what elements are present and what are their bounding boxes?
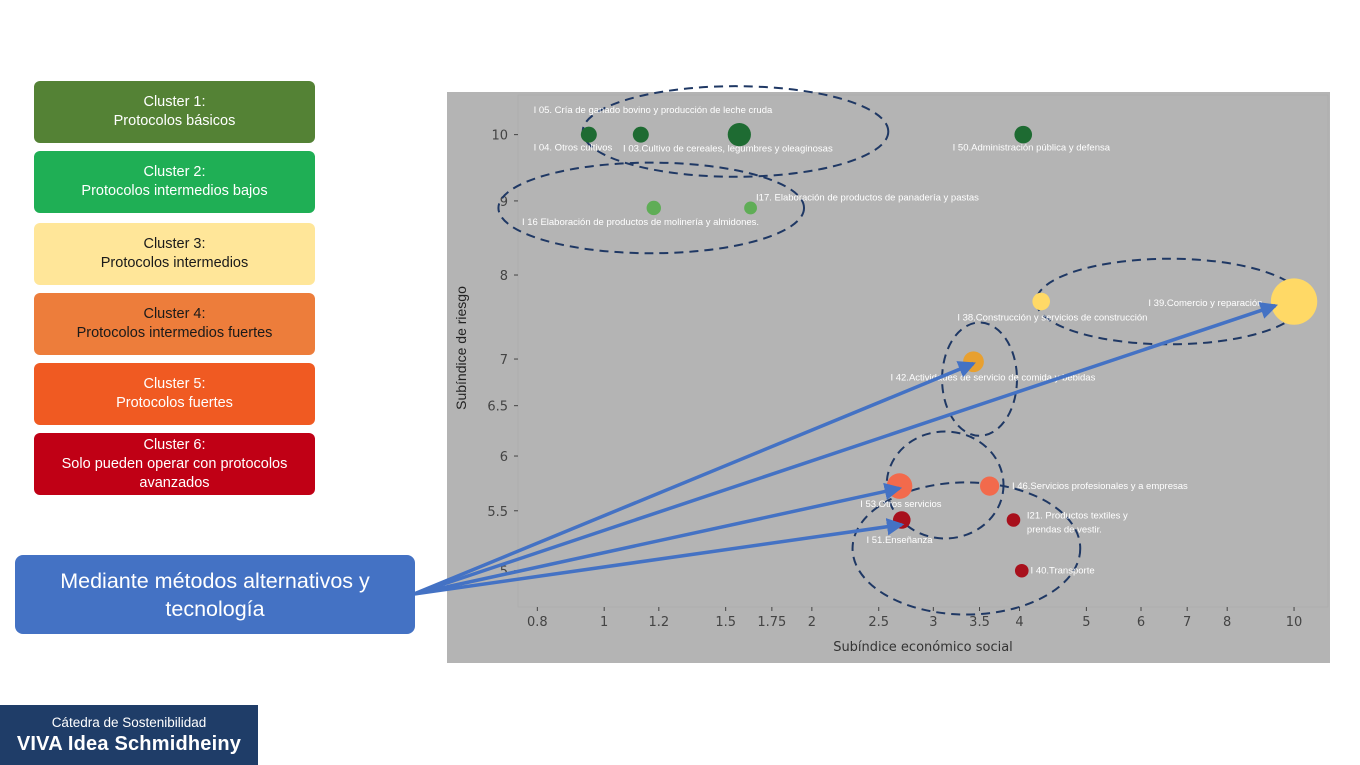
point-annotations: I 05. Cría de ganado bovino y producción…	[522, 105, 1262, 577]
cluster-legend-3: Cluster 3: Protocolos intermedios	[34, 223, 315, 285]
cluster-legend-6: Cluster 6: Solo pueden operar con protoco…	[34, 433, 315, 495]
cluster-legend-1: Cluster 1: Protocolos básicos	[34, 81, 315, 143]
data-point	[963, 351, 984, 373]
brand-logo: Cátedra de Sostenibilidad VIVA Idea Schm…	[0, 705, 258, 765]
callout-arrow	[413, 361, 976, 596]
data-point	[632, 126, 649, 143]
point-label: I 53.Otros servicios	[860, 499, 942, 510]
x-axis-ticks: 0.8 1 1.2 1.5 1.75 2 2.5 3 3.5 4 5 6 7 8 10	[527, 607, 1302, 630]
callout-arrow	[413, 518, 905, 596]
brand-line-2: VIVA Idea Schmidheiny	[16, 733, 242, 755]
x-tick-label: 1.75	[757, 615, 786, 630]
callout-arrow	[413, 302, 1278, 596]
y-tick-label: 7	[500, 353, 508, 368]
cluster-ellipse	[851, 481, 1082, 616]
y-tick-label: 8	[500, 269, 508, 284]
callout-arrow	[413, 482, 903, 596]
data-point	[1014, 125, 1033, 144]
cluster-legend-4: Cluster 4: Protocolos intermedios fuertes	[34, 293, 315, 355]
cluster-subtitle: Protocolos intermedios bajos	[81, 183, 268, 199]
y-tick-label: 6	[500, 450, 508, 465]
x-tick-label: 2.5	[868, 615, 889, 630]
data-point	[727, 123, 751, 147]
data-point	[744, 201, 757, 215]
x-tick-label: 0.8	[527, 615, 548, 630]
data-point	[1032, 292, 1050, 311]
y-tick-label: 5	[500, 565, 508, 580]
point-label: I 16 Elaboración de productos de moliner…	[522, 217, 759, 228]
cluster-title: Cluster 1:	[143, 94, 206, 110]
y-tick-label: 9	[500, 195, 508, 210]
data-point	[1014, 563, 1029, 578]
y-tick-label: 6.5	[487, 400, 508, 415]
x-tick-label: 5	[1082, 615, 1090, 630]
x-tick-label: 6	[1137, 615, 1145, 630]
point-label: I 03.Cultivo de cereales, legumbres y ol…	[623, 144, 833, 155]
callout-text: Mediante métodos alternativos y tecnolog…	[60, 568, 370, 621]
x-tick-label: 1.2	[648, 615, 669, 630]
y-tick-label: 10	[491, 129, 508, 144]
point-label: prendas de vestir.	[1027, 524, 1102, 535]
data-point	[980, 476, 1000, 496]
y-axis-label: Subíndice de riesgo	[453, 286, 469, 410]
point-label: I 46.Servicios profesionales y a empresa…	[1012, 481, 1188, 492]
x-tick-label: 3.5	[969, 615, 990, 630]
point-label: I 04. Otros cultivos	[534, 142, 613, 153]
x-tick-label: 1.5	[715, 615, 736, 630]
cluster-ellipse	[885, 430, 1005, 540]
callout-box: Mediante métodos alternativos y tecnolog…	[15, 555, 415, 634]
x-tick-label: 1	[600, 615, 608, 630]
cluster-subtitle: Protocolos intermedios fuertes	[76, 325, 273, 341]
x-tick-label: 2	[808, 615, 816, 630]
cluster-legend-2: Cluster 2: Protocolos intermedios bajos	[34, 151, 315, 213]
cluster-title: Cluster 5:	[143, 376, 206, 392]
plot-area	[517, 94, 1329, 608]
callout-arrows	[413, 302, 1278, 596]
y-tick-label: 5.5	[487, 505, 508, 520]
x-tick-label: 7	[1183, 615, 1191, 630]
data-point	[646, 200, 661, 216]
cluster-title: Cluster 2:	[143, 164, 206, 180]
x-tick-label: 8	[1223, 615, 1231, 630]
cluster-title: Cluster 3:	[143, 236, 206, 252]
cluster-subtitle: Protocolos intermedios	[100, 255, 249, 271]
cluster-legend-5: Cluster 5: Protocolos fuertes	[34, 363, 315, 425]
data-point	[1006, 513, 1021, 527]
point-label: I17. Elaboración de productos de panader…	[756, 192, 979, 203]
cluster-subtitle: Solo pueden operar con protocolos avanza…	[61, 455, 288, 491]
y-axis-ticks: 5 5.5 6 6.5 7 8 9 10	[487, 129, 518, 580]
point-label: I 38.Construcción y servicios de constru…	[957, 312, 1147, 323]
point-label: I 39.Comercio y reparación	[1148, 298, 1262, 309]
cluster-title: Cluster 4:	[143, 306, 206, 322]
point-label: I21. Productos textiles y	[1027, 510, 1128, 521]
brand-line-1: Cátedra de Sostenibilidad	[51, 715, 207, 730]
data-point	[580, 126, 597, 143]
x-tick-label: 10	[1286, 615, 1303, 630]
x-tick-label: 4	[1015, 615, 1023, 630]
x-axis-label: Subíndice económico social	[833, 640, 1013, 655]
point-label: I 51.Enseñanza	[866, 535, 933, 546]
point-label: I 42.Actividades de servicio de comida y…	[890, 372, 1095, 383]
point-label: I 40.Transporte	[1031, 566, 1095, 577]
point-label: I 05. Cría de ganado bovino y producción…	[534, 105, 773, 116]
cluster-ellipse	[941, 321, 1018, 437]
x-tick-label: 3	[929, 615, 937, 630]
data-point	[1270, 278, 1318, 325]
cluster-ellipse	[497, 161, 806, 255]
data-point	[886, 473, 913, 499]
cluster-subtitle: Protocolos básicos	[113, 113, 236, 129]
point-label: I 50.Administración pública y defensa	[953, 142, 1111, 153]
cluster-title: Cluster 6:	[143, 436, 206, 453]
cluster-subtitle: Protocolos fuertes	[116, 395, 233, 411]
